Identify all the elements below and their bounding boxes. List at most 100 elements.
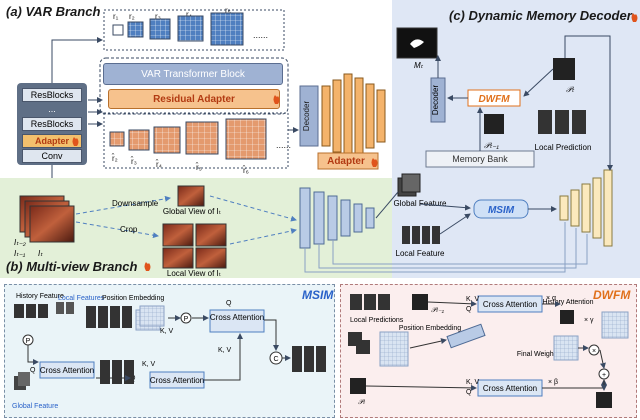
frame-label-t-2: Iₜ₋₂ — [14, 238, 26, 247]
dwfm-p-t-1-label: 𝒫ₜ₋₁ — [431, 307, 445, 314]
scale-top-ellipsis: ...... — [253, 30, 269, 40]
msim-output-stack — [292, 346, 326, 372]
dwfm-pill-label: DWFM — [478, 94, 510, 105]
mask-icon — [410, 39, 424, 48]
local-feature-cubes — [402, 226, 440, 244]
msim-kv-label-b: K, V — [218, 347, 232, 354]
decoder-title: (c) Dynamic Memory Decoder — [449, 8, 632, 23]
scale-label-bottom-2: r̂₂ — [112, 154, 118, 163]
decoder-cream-pyramid — [559, 169, 613, 247]
flame-icon — [72, 137, 79, 146]
dwfm-local-predictions-label: Local Predictions — [350, 317, 404, 324]
dwfm-position-embedding-label: Position Embedding — [399, 325, 461, 332]
residual-adapter-block: Residual Adapter — [108, 89, 280, 109]
stack-ellipsis: ... — [48, 104, 56, 114]
local-feature-label: Local Feature — [396, 249, 445, 258]
msim-local-features-label: Local Features — [58, 295, 105, 302]
scale-label-top-1: r₁ — [113, 12, 119, 21]
dwfm-p-t-label: 𝒫ₜ — [358, 399, 366, 406]
msim-c-symbol: C — [273, 356, 278, 363]
global-view-image — [177, 185, 205, 207]
local-view-label: Local View of Iₜ — [167, 269, 221, 278]
flame-icon — [144, 262, 151, 271]
residual-adapter-label: Residual Adapter — [153, 93, 235, 105]
decoder-adapter-label: Adapter — [327, 156, 365, 167]
msim-ca-top-line: Cross Attention — [210, 313, 264, 322]
msim-mid-stack — [100, 360, 134, 384]
msim-history-feature-label: History Feature — [16, 293, 64, 300]
dwfm-gamma-label: × γ — [584, 317, 594, 324]
local-prediction-stack — [538, 110, 586, 134]
svg-text:+: + — [602, 372, 606, 379]
var-encoder-stack: ResBlocks ... ResBlocks Adapter Conv — [17, 83, 87, 165]
msim-title: MSIM — [302, 288, 334, 302]
crop-label: Crop — [120, 225, 138, 234]
msim-pill-label: MSIM — [488, 205, 515, 216]
frame-label-t-1: Iₜ₋₁ — [14, 249, 26, 258]
msim-position-embedding-label: Position Embedding — [102, 295, 164, 302]
var-decoder-label: Decoder — [302, 101, 311, 132]
var-transformer-label: VAR Transformer Block — [141, 68, 245, 80]
dwfm-q-bottom: Q — [466, 389, 472, 396]
encoder-blue-pyramid — [299, 187, 375, 249]
mask-label: Mₜ — [414, 61, 424, 70]
p-t-label: 𝒫ₜ — [566, 85, 575, 94]
local-view-images — [162, 223, 227, 269]
scale-label-bottom-3: r̂₃ — [131, 157, 137, 166]
resblocks-top-box: ResBlocks — [22, 88, 82, 102]
msim-history-cubes — [14, 302, 74, 318]
dwfm-embedding-grid — [379, 331, 409, 367]
dwfm-final-weights-label: Final Weights — [517, 351, 560, 358]
flame-icon — [273, 95, 280, 104]
msim-center-stack — [86, 306, 132, 328]
dwfm-local-predictions-stack — [350, 294, 390, 310]
decoder-orange-pyramid — [321, 73, 386, 159]
msim-ca-bottom-left: Cross Attention — [40, 366, 94, 375]
dwfm-ca-top-label: Cross Attention — [483, 300, 537, 309]
frame-label-t: Iₜ — [38, 249, 43, 258]
scale-label-bottom-4: r̂₄ — [156, 160, 162, 169]
scale-label-top-3: r₃ — [155, 12, 161, 21]
msim-kv-label-c: K, V — [142, 361, 156, 368]
dwfm-final-weights-grid — [553, 335, 579, 361]
multiview-branch-title: (b) Multi-view Branch — [6, 259, 138, 274]
dwfm-ca-bottom-label: Cross Attention — [483, 384, 537, 393]
dwfm-title: DWFM — [593, 288, 631, 302]
dwfm-q-top: Q — [466, 306, 472, 313]
scale-label-top-4: r₄ — [186, 10, 192, 19]
global-view-label: Global View of Iₜ — [163, 207, 221, 216]
msim-q-label-b: Q — [30, 367, 36, 374]
global-feature-label: Global Feature — [394, 199, 447, 208]
resblocks-bottom-box: ResBlocks — [22, 117, 82, 131]
scale-bottom-ellipsis: ...... — [276, 140, 292, 150]
dwfm-beta-label: × β — [548, 379, 558, 386]
var-transformer-block: VAR Transformer Block — [103, 63, 283, 85]
msim-q-label-a: Q — [226, 300, 232, 307]
msim-p-symbol-left: P — [26, 338, 31, 345]
dwfm-kv-top: K, V — [466, 296, 480, 303]
dwfm-history-attention-label: History Attention — [543, 299, 594, 306]
downsample-label: Downsample — [112, 199, 159, 208]
scale-label-bottom-6: r̂₆ — [243, 166, 249, 175]
svg-text:×: × — [592, 348, 596, 355]
memory-bank-label: Memory Bank — [452, 154, 508, 164]
scale-label-top-2: r₂ — [129, 12, 135, 21]
msim-position-grid — [135, 305, 165, 331]
msim-global-feature-cubes — [14, 372, 30, 390]
dwfm-embedding-bar — [446, 323, 486, 349]
global-feature-cube — [397, 173, 421, 197]
input-frames — [19, 195, 75, 243]
dmd-decoder-label: Decoder — [431, 85, 440, 116]
msim-global-feature-label: Global Feature — [12, 403, 58, 410]
dwfm-mid-preds — [348, 332, 370, 354]
flame-icon — [631, 13, 638, 22]
msim-kv-label-a: K, V — [160, 328, 174, 335]
conv-box: Conv — [22, 149, 82, 163]
var-branch-title: (a) VAR Branch — [6, 4, 101, 19]
encoder-adapter-box: Adapter — [22, 134, 82, 148]
scale-label-top-5: r₅ — [225, 6, 231, 15]
dwfm-alpha-label: × α — [546, 295, 556, 302]
msim-ca-bottom-right: Cross Attention — [150, 376, 204, 385]
